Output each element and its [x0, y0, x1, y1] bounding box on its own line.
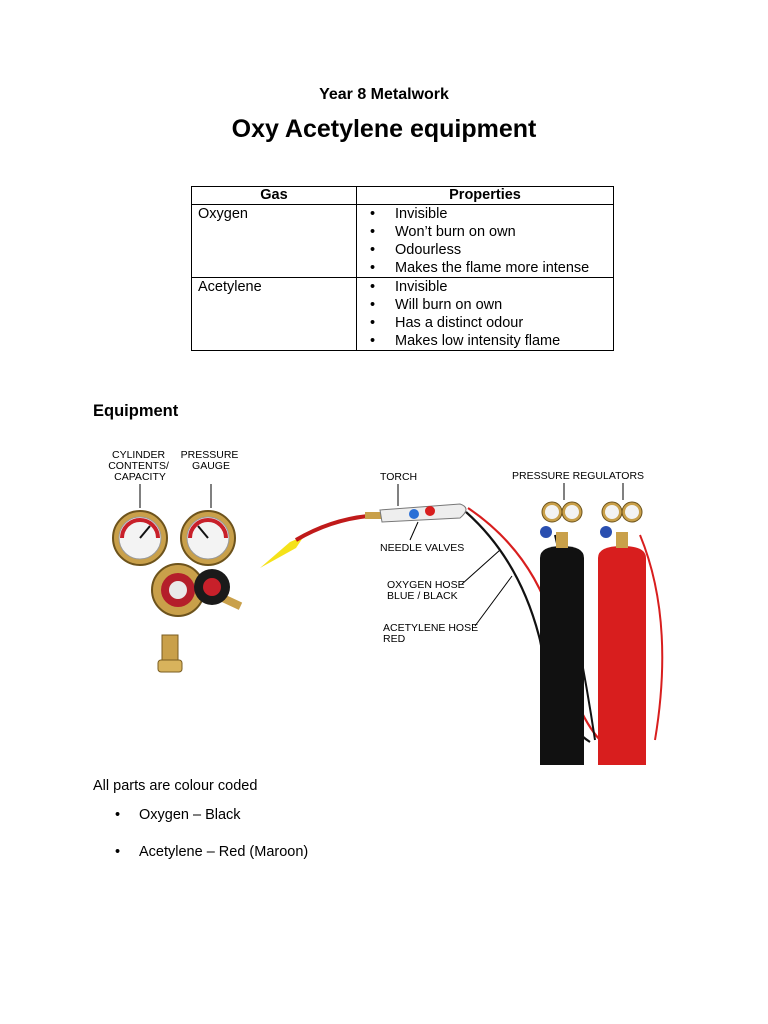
- equipment-heading: Equipment: [93, 402, 179, 420]
- acetylene-cylinder: [598, 501, 646, 765]
- list-item: Will burn on own: [357, 296, 613, 314]
- flame-icon: [260, 536, 304, 568]
- colour-coded-note: All parts are colour coded: [93, 778, 258, 794]
- equipment-diagram: CYLINDER CONTENTS/ CAPACITY PRESSURE GAU…: [108, 449, 664, 765]
- torch-handle: [379, 503, 467, 523]
- column-header-properties: Properties: [356, 186, 614, 205]
- torch: [260, 503, 467, 568]
- table-row: Oxygen Invisible Won’t burn on own Odour…: [191, 204, 614, 278]
- list-item: Invisible: [357, 205, 613, 223]
- leader-line: [461, 549, 501, 585]
- list-item: Acetylene – Red (Maroon): [93, 843, 308, 880]
- needle-valves-label: NEEDLE VALVES: [380, 542, 464, 554]
- list-item: Won’t burn on own: [357, 223, 613, 241]
- acetylene-valve-icon: [425, 506, 435, 516]
- list-item: Invisible: [357, 278, 613, 296]
- pressure-gauge-label: PRESSURE GAUGE: [181, 449, 242, 472]
- list-item: Makes the flame more intense: [357, 259, 613, 277]
- torch-label: TORCH: [380, 471, 417, 483]
- list-item: Oxygen – Black: [93, 806, 308, 843]
- column-header-gas: Gas: [191, 186, 357, 205]
- document-subtitle: Year 8 Metalwork: [319, 86, 449, 103]
- list-item: Makes low intensity flame: [357, 332, 613, 350]
- list-item: Odourless: [357, 241, 613, 259]
- pressure-regulators-label: PRESSURE REGULATORS: [512, 470, 644, 482]
- oxygen-hose-label: OXYGEN HOSE BLUE / BLACK: [387, 579, 468, 602]
- cylinder-contents-label: CYLINDER CONTENTS/ CAPACITY: [108, 449, 172, 483]
- regulator-assembly: [112, 510, 243, 673]
- properties-list: Invisible Will burn on own Has a distinc…: [357, 278, 613, 350]
- colour-code-list: Oxygen – Black Acetylene – Red (Maroon): [93, 806, 308, 880]
- table-header-row: Gas Properties: [191, 186, 614, 205]
- oxygen-valve-icon: [409, 509, 419, 519]
- oxygen-cylinder: [540, 501, 584, 765]
- properties-list: Invisible Won’t burn on own Odourless Ma…: [357, 205, 613, 277]
- acetylene-hose-label: ACETYLENE HOSE RED: [383, 622, 481, 645]
- gas-cell: Oxygen: [191, 204, 357, 278]
- gas-properties-table: Gas Properties Oxygen Invisible Won’t bu…: [191, 186, 614, 351]
- gas-cell: Acetylene: [191, 277, 357, 351]
- document-title: Oxy Acetylene equipment: [231, 115, 537, 143]
- list-item: Has a distinct odour: [357, 314, 613, 332]
- leader-line: [474, 575, 513, 627]
- table-row: Acetylene Invisible Will burn on own Has…: [191, 277, 614, 351]
- leader-line: [409, 521, 419, 541]
